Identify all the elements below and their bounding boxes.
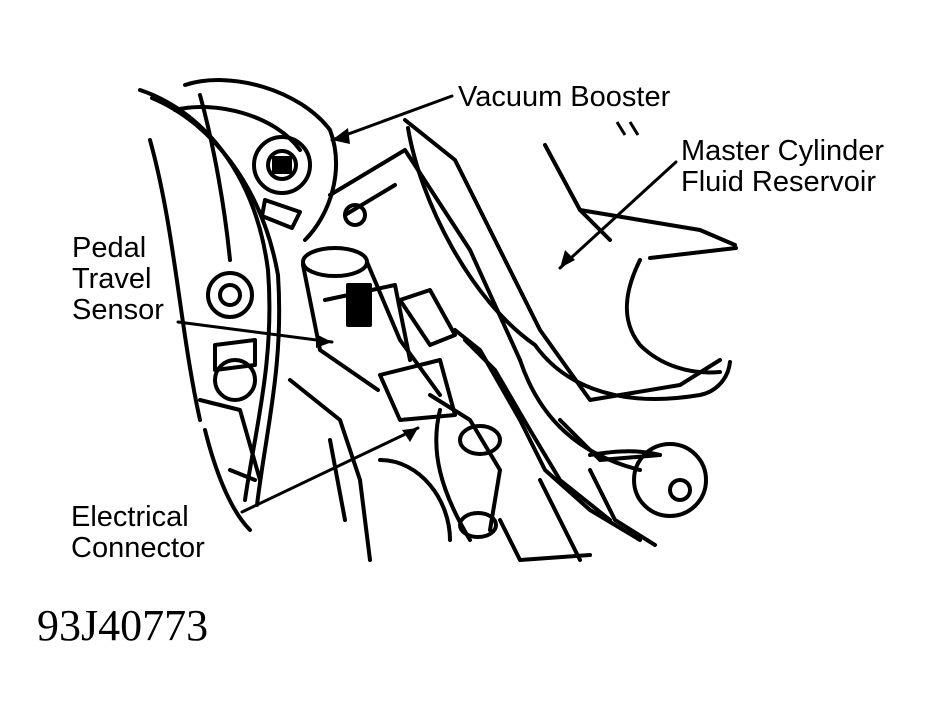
figure-code: 93J40773 — [37, 601, 209, 650]
pedal-label-line2: Travel — [72, 263, 152, 295]
pedal-travel-sensor-label: Pedal Travel Sensor — [72, 233, 164, 326]
electrical-label-line1: Electrical — [71, 501, 189, 533]
vacuum-booster-housing — [148, 78, 338, 422]
connector-hose — [398, 288, 642, 542]
electrical-connector-label: Electrical Connector — [71, 502, 205, 564]
master-cylinder-label-line2: Fluid Reservoir — [681, 166, 876, 198]
pedal-travel-sensor-body — [301, 246, 457, 422]
pedal-label-line1: Pedal — [72, 232, 147, 264]
master-cylinder-label-line1: Master Cylinder — [681, 135, 885, 167]
reservoir-tick-marks — [615, 121, 640, 136]
brake-line-tube — [138, 88, 282, 507]
electrical-label-line2: Connector — [71, 532, 205, 564]
leader-lines — [176, 94, 678, 514]
leader-arrowheads — [316, 128, 575, 442]
vacuum-booster-label: Vacuum Booster — [458, 81, 671, 113]
mounting-bracket — [198, 378, 708, 562]
pedal-label-line3: Sensor — [72, 294, 164, 326]
master-cylinder-reservoir-label: Master Cylinder Fluid Reservoir — [681, 136, 884, 198]
left-fasteners — [206, 203, 367, 402]
master-cylinder-reservoir — [328, 118, 738, 472]
